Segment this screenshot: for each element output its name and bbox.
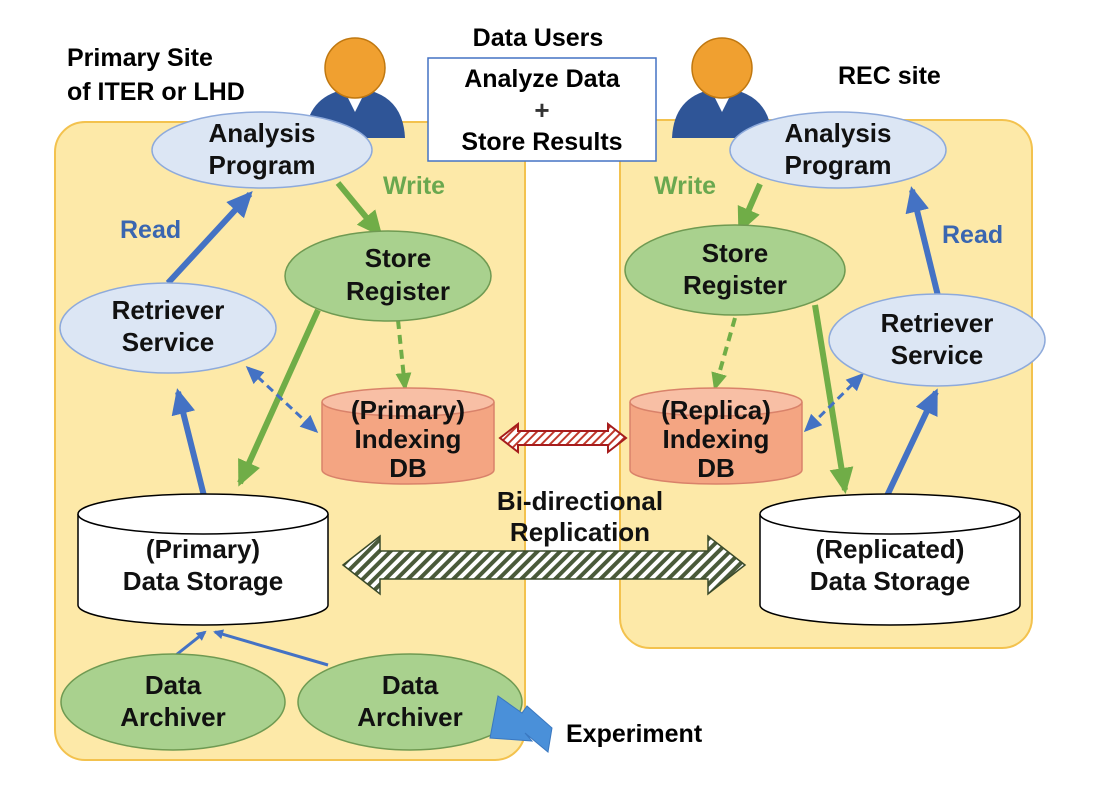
- primary-indexing-db: (Primary) Indexing DB: [321, 387, 495, 485]
- primary-retriever-line1: Retriever: [112, 295, 225, 325]
- rec-retriever-line2: Service: [891, 340, 984, 370]
- rec-data-storage: (Replicated) Data Storage: [759, 493, 1021, 626]
- rec-store-line1: Store: [702, 238, 768, 268]
- primary-analysis-line1: Analysis: [209, 118, 316, 148]
- primary-store-line1: Store: [365, 243, 431, 273]
- bidirectional-replication-arrow: [341, 534, 747, 596]
- primary-write-arrow: [335, 181, 383, 238]
- users-box-line2: Store Results: [461, 128, 622, 156]
- primary-retriever-up-arrow: [171, 388, 208, 501]
- users-box-line1: Analyze Data: [464, 65, 621, 93]
- primary-analysis-program: Analysis Program: [151, 111, 373, 189]
- data-archiver-2: Data Archiver: [297, 653, 523, 751]
- primary-store-register: Store Register: [284, 230, 492, 322]
- primary-analysis-line2: Program: [209, 150, 316, 180]
- users-box-plus: +: [534, 95, 549, 125]
- primary-store-line2: Register: [346, 276, 450, 306]
- archiver1-line1: Data: [145, 670, 202, 700]
- rec-write-arrow: [737, 182, 763, 234]
- rec-analysis-program: Analysis Program: [729, 111, 947, 189]
- rec-site-title: REC site: [838, 62, 941, 90]
- rec-storage-to-retriever-arrow: [882, 388, 939, 502]
- primary-retriever-service: Retriever Service: [59, 282, 277, 374]
- primary-storage-line1: (Primary): [146, 534, 260, 564]
- data-archiver-1: Data Archiver: [60, 653, 286, 751]
- primary-read-label: Read: [120, 216, 181, 244]
- rec-analysis-line1: Analysis: [785, 118, 892, 148]
- data-users-box: [427, 57, 657, 162]
- primary-data-storage: (Primary) Data Storage: [77, 493, 329, 626]
- rec-storage-line2: Data Storage: [810, 566, 970, 596]
- rec-retriever-index-arrow: [803, 372, 865, 433]
- rec-store-register: Store Register: [624, 224, 846, 316]
- primary-read-arrow: [165, 191, 253, 286]
- archiver1-line2: Archiver: [120, 702, 226, 732]
- primary-indexing-line1: (Primary): [351, 395, 465, 425]
- archiver2-arrow: [213, 629, 329, 667]
- rec-indexing-line3: DB: [697, 453, 735, 483]
- primary-retriever-index-arrow: [245, 365, 319, 434]
- experiment-arrow-icon: [489, 695, 553, 753]
- data-users-title: Data Users: [473, 24, 604, 52]
- replication-label-line2: Replication: [510, 517, 650, 547]
- primary-indexing-line3: DB: [389, 453, 427, 483]
- primary-site-title-line1: Primary Site: [67, 44, 213, 72]
- archiver2-line1: Data: [382, 670, 439, 700]
- rec-analysis-line2: Program: [785, 150, 892, 180]
- rec-user-icon: [672, 37, 772, 138]
- rec-write-label: Write: [654, 172, 716, 200]
- primary-indexing-line2: Indexing: [355, 424, 462, 454]
- rec-indexing-db: (Replica) Indexing DB: [629, 387, 803, 485]
- primary-storage-line2: Data Storage: [123, 566, 283, 596]
- replication-label-line1: Bi-directional: [497, 486, 663, 516]
- experiment-label: Experiment: [566, 720, 703, 748]
- rec-read-label: Read: [942, 221, 1003, 249]
- rec-storage-line1: (Replicated): [816, 534, 965, 564]
- archiver2-line2: Archiver: [357, 702, 463, 732]
- rec-indexing-line1: (Replica): [661, 395, 771, 425]
- primary-retriever-line2: Service: [122, 327, 215, 357]
- rec-retriever-service: Retriever Service: [828, 293, 1046, 387]
- rec-store-line2: Register: [683, 270, 787, 300]
- rec-read-arrow: [905, 186, 941, 297]
- index-replication-arrow: [498, 421, 628, 455]
- rec-store-to-index-arrow: [711, 317, 737, 391]
- primary-write-label: Write: [383, 172, 445, 200]
- rec-indexing-line2: Indexing: [663, 424, 770, 454]
- rec-retriever-line1: Retriever: [881, 308, 994, 338]
- archiver1-arrow: [175, 630, 207, 657]
- primary-site-title-line2: of ITER or LHD: [67, 78, 245, 106]
- primary-store-to-index-arrow: [395, 319, 412, 391]
